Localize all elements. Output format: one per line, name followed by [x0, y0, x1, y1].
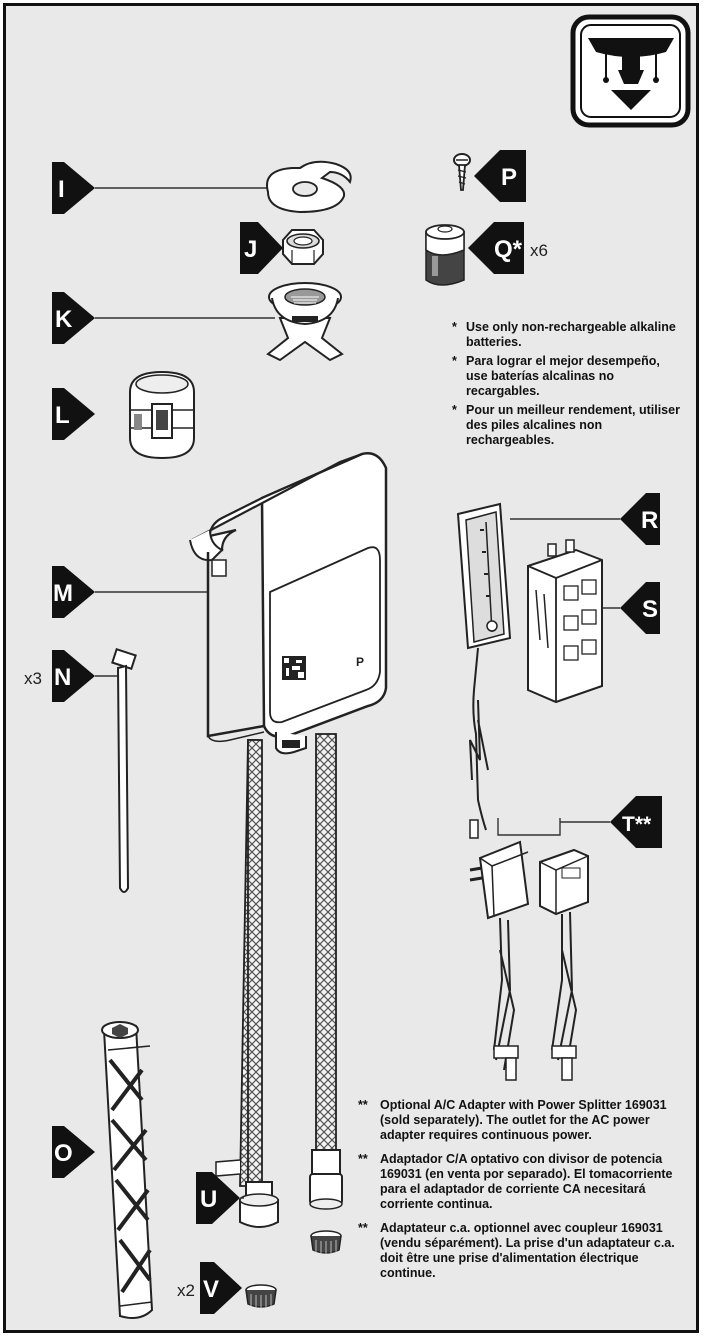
- battery-note-marker: *: [452, 354, 457, 368]
- adapter-note-es: ** Adaptador C/A optativo con divisor de …: [358, 1152, 688, 1212]
- battery-note-es-text: Para lograr el mejor desempeño, use bate…: [466, 354, 660, 398]
- screw-illustration: [453, 153, 471, 191]
- control-box-illustration: P: [189, 452, 388, 755]
- callout-O-label: O: [54, 1140, 73, 1167]
- adapter-note-fr: ** Adaptateur c.a. optionnel avec coupleu…: [358, 1221, 688, 1281]
- battery-note-fr: * Pour un meilleur rendement, utiliser de…: [452, 403, 684, 448]
- callout-O: O: [52, 1126, 95, 1178]
- callout-K-label: K: [55, 306, 73, 333]
- callout-M-label: M: [53, 580, 73, 607]
- callout-S: S: [620, 582, 660, 634]
- callout-P-label: P: [501, 164, 517, 191]
- callout-S-label: S: [642, 596, 658, 623]
- adapter-note-marker: **: [358, 1098, 368, 1112]
- adapter-note-es-text: Adaptador C/A optativo con divisor de po…: [380, 1152, 673, 1211]
- power-module-illustration: [527, 539, 603, 704]
- callout-V-qty: x2: [177, 1281, 195, 1300]
- callout-T: T**: [610, 796, 662, 848]
- battery-note-en-text: Use only non-rechargeable alkaline batte…: [466, 320, 676, 349]
- cap-illustration: [129, 370, 195, 460]
- callout-M: M: [52, 566, 95, 618]
- leader-lines: [95, 187, 620, 836]
- battery-note-fr-text: Pour un meilleur rendement, utiliser des…: [466, 403, 680, 447]
- callout-T-label: T**: [622, 813, 652, 836]
- callout-K: K: [52, 292, 95, 344]
- callout-N-qty: x3: [24, 669, 42, 688]
- supply-hoses-illustration: [215, 733, 343, 1228]
- callout-U-label: U: [200, 1186, 217, 1213]
- adapter-note-en: ** Optional A/C Adapter with Power Splitt…: [358, 1098, 688, 1143]
- callout-Q-qty: x6: [530, 241, 548, 260]
- callout-Q-label: Q*: [494, 236, 523, 263]
- battery-note-en: * Use only non-rechargeable alkaline batt…: [452, 320, 684, 350]
- svg-text:P: P: [356, 655, 364, 669]
- callout-J-label: J: [244, 236, 257, 263]
- callout-R: R: [620, 493, 660, 545]
- battery-illustration: [425, 224, 465, 286]
- battery-note-marker: *: [452, 320, 457, 334]
- installation-wrench-illustration: [101, 1021, 154, 1319]
- adapter-note-marker: **: [358, 1152, 368, 1166]
- adapter-note-fr-text: Adaptateur c.a. optionnel avec coupleur …: [380, 1221, 675, 1280]
- callout-Q: Q* x6: [468, 222, 548, 274]
- cable-tie-illustration: [111, 647, 137, 893]
- adapter-note-en-text: Optional A/C Adapter with Power Splitter…: [380, 1098, 667, 1142]
- battery-note-marker: *: [452, 403, 457, 417]
- mounting-bracket-illustration: [266, 282, 344, 362]
- part-callouts: I J K L M N x3: [24, 150, 662, 1314]
- battery-note-es: * Para lograr el mejor desempeño, use bat…: [452, 354, 684, 399]
- battery-holder-illustration: [456, 502, 512, 839]
- callout-J: J: [240, 222, 283, 274]
- callout-I: I: [52, 162, 95, 214]
- callout-N-label: N: [54, 664, 71, 691]
- callout-V-label: V: [203, 1276, 219, 1303]
- adapter-note-marker: **: [358, 1221, 368, 1235]
- callout-L: L: [52, 388, 95, 440]
- callout-N: N x3: [24, 650, 95, 702]
- callout-I-label: I: [58, 176, 65, 203]
- filter-screen-illustration: [245, 1230, 342, 1308]
- horseshoe-washer-illustration: [266, 160, 352, 214]
- ac-adapter-illustration: [469, 840, 589, 1081]
- battery-notes: * Use only non-rechargeable alkaline batt…: [452, 320, 684, 452]
- callout-R-label: R: [641, 507, 658, 534]
- callout-P: P: [474, 150, 526, 202]
- callout-L-label: L: [55, 402, 70, 429]
- installation-icon: [570, 14, 691, 128]
- callout-V: V x2: [177, 1262, 242, 1314]
- hex-nut-illustration: [282, 229, 324, 265]
- callout-U: U: [196, 1172, 244, 1224]
- adapter-notes: ** Optional A/C Adapter with Power Splitt…: [358, 1098, 688, 1290]
